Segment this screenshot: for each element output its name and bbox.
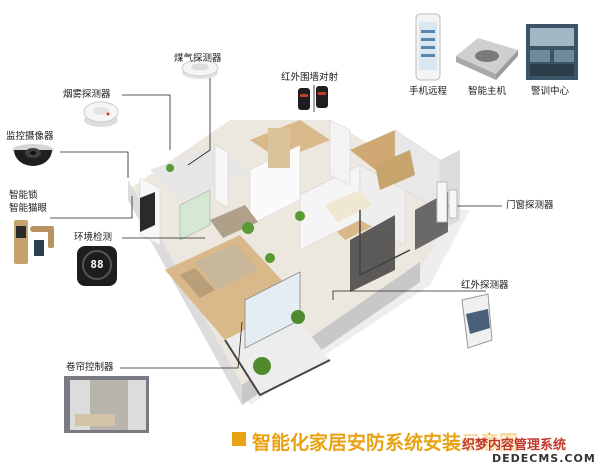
label-camera: 监控摄像器 xyxy=(6,131,54,142)
line-smoke xyxy=(122,94,171,150)
alarm-center-photo xyxy=(526,24,578,80)
title-marker xyxy=(232,432,246,446)
line-ir-detector xyxy=(332,290,486,300)
line-gas xyxy=(187,78,211,166)
label-smart-lock: 智能锁 xyxy=(9,190,38,201)
phone-icon xyxy=(415,13,441,81)
label-alarm-center: 警训中心 xyxy=(531,86,570,97)
line-lock xyxy=(50,196,133,219)
gas-detector-icon xyxy=(181,59,219,79)
label-ir-fence: 红外围墙对射 xyxy=(281,72,339,83)
smart-lock-icon xyxy=(14,220,54,264)
label-mobile-remote: 手机远程 xyxy=(409,86,448,97)
smoke-detector-icon xyxy=(83,101,119,127)
label-gas-detector: 煤气探测器 xyxy=(174,53,222,64)
label-smart-peephole: 智能猫眼 xyxy=(9,203,48,214)
ir-fence-icon xyxy=(298,86,328,110)
watermark-text: 织梦内容管理系统 xyxy=(462,434,567,453)
env-monitor-icon xyxy=(77,246,117,286)
label-door-window-detector: 门窗探测器 xyxy=(506,200,554,211)
camera-icon xyxy=(12,144,54,166)
line-camera xyxy=(60,151,129,178)
curtain-photo xyxy=(64,376,149,433)
ir-detector-icon xyxy=(461,293,493,349)
label-smart-host: 智能主机 xyxy=(468,86,507,97)
label-ir-detector: 红外探测器 xyxy=(461,280,509,291)
house-illustration xyxy=(128,119,470,405)
watermark-url: DEDECMS.COM xyxy=(492,452,596,465)
label-smoke-detector: 烟雾探测器 xyxy=(63,89,111,100)
door-window-detector-icon xyxy=(436,181,458,223)
smart-host-icon xyxy=(456,38,518,80)
callout-lines xyxy=(50,78,502,369)
env-monitor-display: 88 xyxy=(90,258,104,271)
diagram-title: 智能化家居安防系统安装示意图 xyxy=(252,432,519,454)
label-curtain-controller: 卷帘控制器 xyxy=(66,362,114,373)
line-curtain xyxy=(120,321,243,369)
label-env-monitor: 环境检测 xyxy=(74,232,113,243)
